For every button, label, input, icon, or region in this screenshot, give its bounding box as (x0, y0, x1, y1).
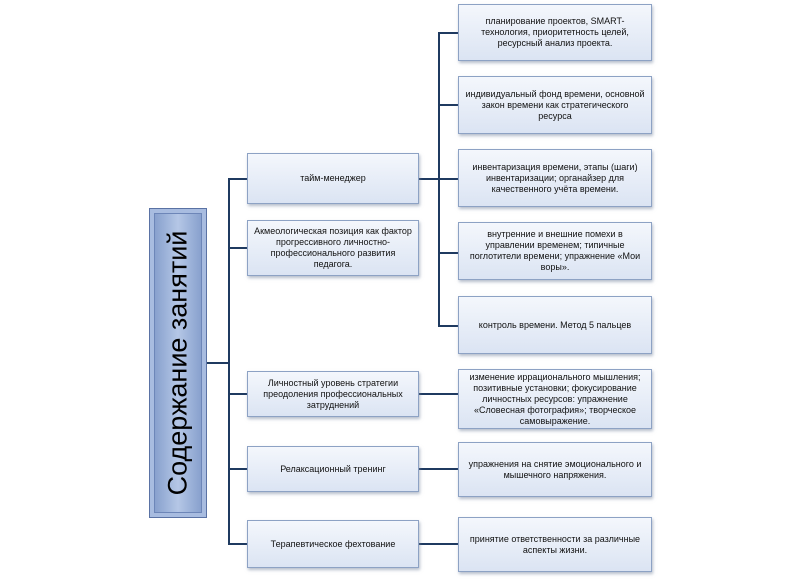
connector-time-stub (419, 178, 439, 180)
node-project-planning: планирование проектов, SMART-технология,… (458, 4, 652, 61)
connector-personal-to-detail (419, 393, 458, 395)
connector-to-acmeology (228, 247, 247, 249)
connector-to-fencing (228, 543, 247, 545)
connector-to-personal-level (228, 393, 247, 395)
connector-fencing-to-detail (419, 543, 458, 545)
connector-to-time-manager (228, 178, 247, 180)
connector-to-inventory (438, 178, 458, 180)
node-personal-level: Личностный уровень стратегии преодоления… (247, 371, 419, 417)
root-title: Содержание занятий (162, 230, 193, 496)
root-node: Содержание занятий (149, 208, 207, 518)
connector-level1-trunk (228, 178, 230, 544)
node-time-fund: индивидуальный фонд времени, основной за… (458, 76, 652, 134)
connector-to-planning (438, 32, 458, 34)
node-irrational-thinking: изменение иррационального мышления; пози… (458, 369, 652, 429)
node-responsibility: принятие ответственности за различные ас… (458, 517, 652, 572)
node-therapeutic-fencing: Терапевтическое фехтование (247, 520, 419, 568)
connector-to-time-fund (438, 104, 458, 106)
node-tension-relief: упражнения на снятие эмоционального и мы… (458, 442, 652, 497)
node-relaxation-training: Релаксационный тренинг (247, 446, 419, 492)
node-acmeology-position: Акмеологическая позиция как фактор прогр… (247, 220, 419, 276)
node-time-control: контроль времени. Метод 5 пальцев (458, 296, 652, 354)
connector-relax-to-detail (419, 468, 458, 470)
node-time-manager: тайм-менеджер (247, 153, 419, 204)
connector-root-stub (207, 362, 229, 364)
connector-to-interference (438, 252, 458, 254)
connector-to-control (438, 325, 458, 327)
connector-to-relaxation (228, 468, 247, 470)
node-time-interference: внутренние и внешние помехи в управлении… (458, 222, 652, 280)
node-time-inventory: инвентаризация времени, этапы (шаги) инв… (458, 149, 652, 207)
